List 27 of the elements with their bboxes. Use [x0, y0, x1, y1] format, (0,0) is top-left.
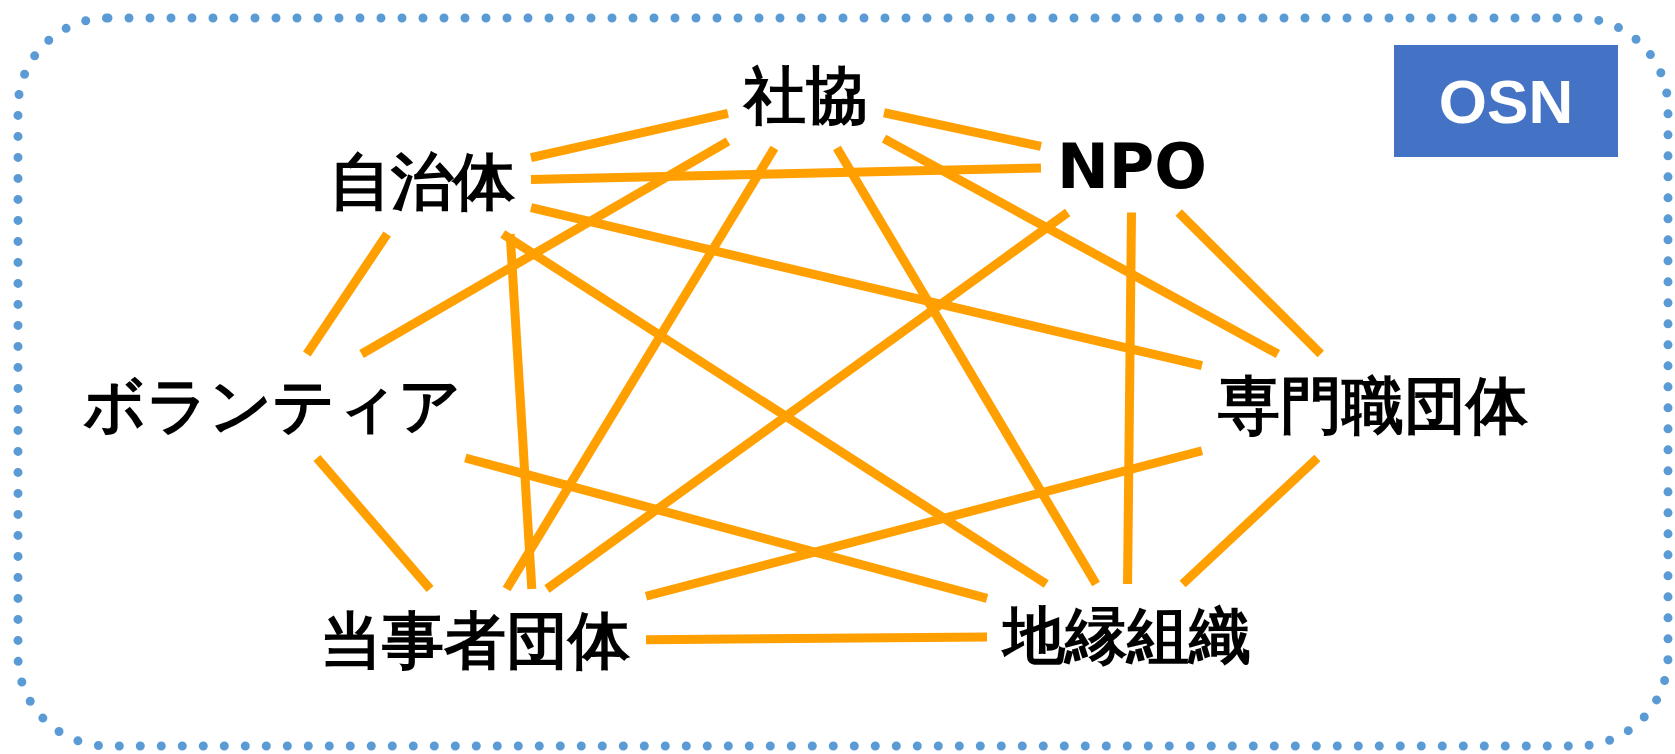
connector-line: [544, 208, 1071, 593]
connector-line: [883, 108, 1042, 151]
node-label: 自治体: [313, 130, 531, 234]
node-label: 地縁組織: [987, 584, 1267, 688]
connector-line: [502, 145, 779, 592]
connector-line: [359, 137, 731, 358]
connector-line: [303, 231, 391, 357]
connector-line: [505, 233, 537, 590]
connector-line: [1175, 209, 1324, 358]
connector-line: [313, 455, 434, 592]
title-box: OSN: [1394, 45, 1618, 157]
connector-line: [645, 632, 988, 645]
node-label: 専門職団体: [1202, 354, 1544, 458]
connector-line: [881, 134, 1281, 358]
connector-line: [644, 446, 1204, 601]
node-label: 当事者団体: [304, 589, 646, 693]
node-label: 社協: [728, 44, 884, 148]
connector-line: [833, 145, 1100, 587]
connector-line: [500, 230, 1049, 588]
node-label: NPO: [1041, 119, 1223, 213]
connector-line: [529, 203, 1204, 371]
connector-line: [464, 453, 989, 603]
connector-line: [1123, 212, 1136, 585]
connector-line: [530, 163, 1042, 185]
node-label: ボランティア: [67, 354, 477, 458]
connector-line: [530, 109, 729, 162]
connector-line: [1179, 454, 1321, 588]
